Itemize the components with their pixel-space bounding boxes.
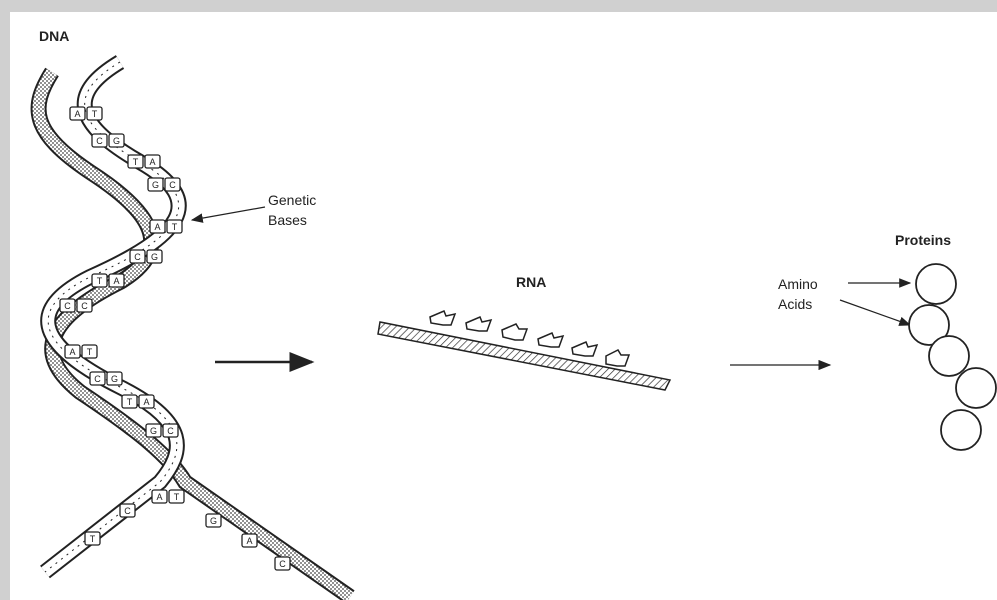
- protein-chain: [909, 264, 996, 450]
- genetic-bases-label-line2: Bases: [268, 210, 316, 230]
- rna-base: [466, 317, 491, 331]
- dna-label: DNA: [39, 28, 69, 44]
- svg-text:G: G: [113, 136, 120, 146]
- amino-acids-label: Amino Acids: [778, 274, 818, 314]
- rna-base: [606, 350, 629, 366]
- base-right: A: [109, 274, 124, 287]
- svg-text:A: A: [74, 109, 80, 119]
- unpaired-base: C: [120, 504, 135, 517]
- rna-label: RNA: [516, 274, 546, 290]
- svg-text:C: C: [96, 136, 103, 146]
- svg-text:G: G: [210, 516, 217, 526]
- base-right: T: [87, 107, 102, 120]
- rna-base: [502, 324, 527, 340]
- base-right: G: [107, 372, 122, 385]
- rna-strand: [378, 311, 670, 390]
- amino-acid: [941, 410, 981, 450]
- base-right: T: [167, 220, 182, 233]
- svg-text:T: T: [97, 276, 103, 286]
- svg-text:G: G: [151, 252, 158, 262]
- base-left: C: [130, 250, 145, 263]
- svg-text:A: A: [113, 276, 119, 286]
- proteins-label: Proteins: [895, 232, 951, 248]
- svg-text:C: C: [169, 180, 176, 190]
- svg-text:A: A: [69, 347, 75, 357]
- base-left: A: [65, 345, 80, 358]
- unpaired-base: T: [85, 532, 100, 545]
- svg-text:C: C: [124, 506, 131, 516]
- unpaired-base: G: [206, 514, 221, 527]
- amino-acid: [956, 368, 996, 408]
- base-left: C: [92, 134, 107, 147]
- svg-text:A: A: [143, 397, 149, 407]
- rna-base: [430, 311, 455, 325]
- svg-text:T: T: [90, 534, 96, 544]
- genetic-bases-pointer: [192, 207, 265, 220]
- base-left: C: [90, 372, 105, 385]
- genetic-bases-label-line1: Genetic: [268, 190, 316, 210]
- base-right: C: [163, 424, 178, 437]
- svg-text:T: T: [87, 347, 93, 357]
- svg-text:C: C: [167, 426, 174, 436]
- svg-text:T: T: [133, 157, 139, 167]
- base-left: T: [122, 395, 137, 408]
- svg-text:A: A: [149, 157, 155, 167]
- base-left: A: [152, 490, 167, 503]
- base-right: G: [147, 250, 162, 263]
- svg-text:G: G: [111, 374, 118, 384]
- base-right: C: [77, 299, 92, 312]
- rna-base: [572, 342, 597, 356]
- svg-text:T: T: [92, 109, 98, 119]
- base-right: A: [139, 395, 154, 408]
- base-left: G: [146, 424, 161, 437]
- unpaired-base: C: [275, 557, 290, 570]
- base-right: C: [165, 178, 180, 191]
- svg-text:A: A: [154, 222, 160, 232]
- base-left: G: [148, 178, 163, 191]
- base-left: A: [150, 220, 165, 233]
- svg-text:C: C: [64, 301, 71, 311]
- rna-base: [538, 333, 563, 347]
- base-right: G: [109, 134, 124, 147]
- svg-text:G: G: [150, 426, 157, 436]
- svg-text:T: T: [127, 397, 133, 407]
- amino-acids-label-line1: Amino: [778, 274, 818, 294]
- unpaired-base: A: [242, 534, 257, 547]
- svg-text:T: T: [172, 222, 178, 232]
- base-left: C: [60, 299, 75, 312]
- svg-text:A: A: [246, 536, 252, 546]
- genetic-bases-label: Genetic Bases: [268, 190, 316, 230]
- amino-acid: [929, 336, 969, 376]
- svg-text:C: C: [81, 301, 88, 311]
- base-right: T: [169, 490, 184, 503]
- base-right: A: [145, 155, 160, 168]
- base-left: T: [92, 274, 107, 287]
- svg-text:A: A: [156, 492, 162, 502]
- dna-strand-a: [39, 72, 350, 597]
- base-left: A: [70, 107, 85, 120]
- svg-text:T: T: [174, 492, 180, 502]
- svg-text:C: C: [279, 559, 286, 569]
- base-right: T: [82, 345, 97, 358]
- amino-pointer-2: [840, 300, 910, 325]
- svg-text:C: C: [94, 374, 101, 384]
- base-left: T: [128, 155, 143, 168]
- svg-text:C: C: [134, 252, 141, 262]
- svg-text:G: G: [152, 180, 159, 190]
- amino-acid: [916, 264, 956, 304]
- amino-acids-label-line2: Acids: [778, 294, 818, 314]
